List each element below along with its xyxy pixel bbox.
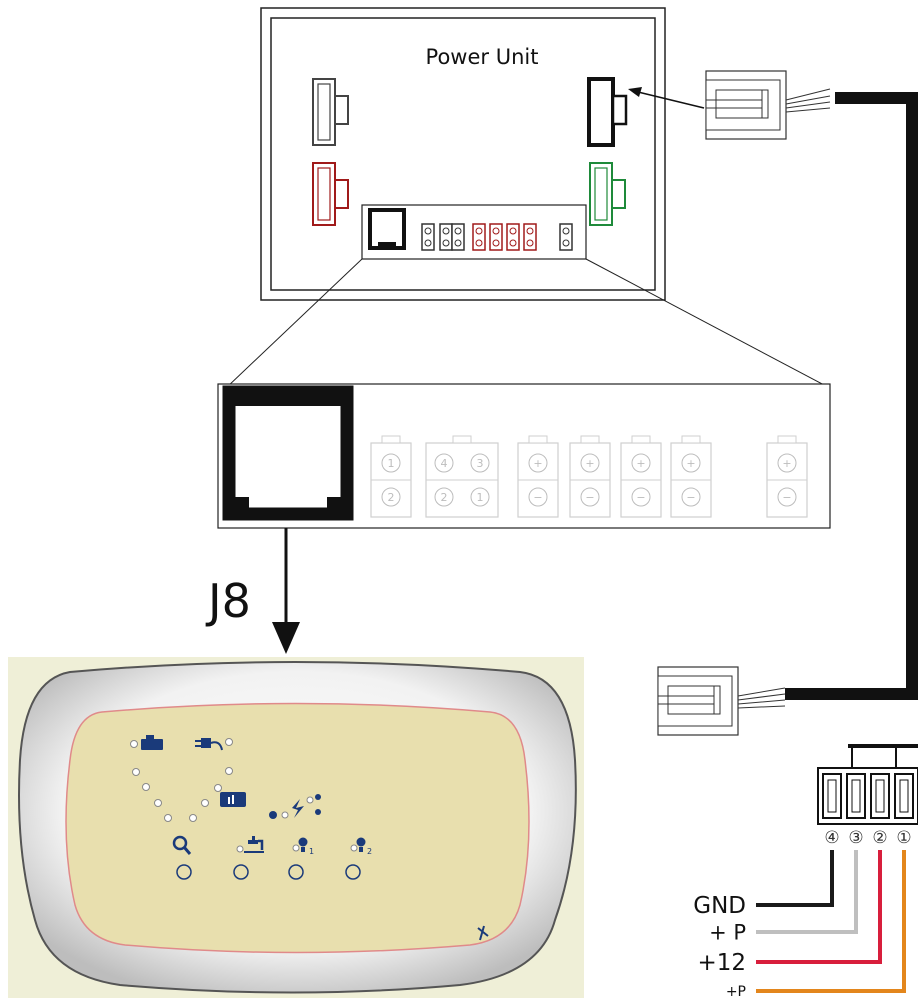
white-connector	[312, 78, 349, 146]
terminal-pin-label: 4	[441, 457, 448, 470]
terminal-pin-label: 2	[441, 491, 448, 504]
panel-button-1[interactable]	[176, 864, 192, 880]
wire-label: +P	[726, 984, 746, 1000]
plug-pin: ④	[822, 773, 842, 848]
wire-label: + P	[709, 920, 746, 944]
terminal-pin-label: 3	[477, 457, 484, 470]
terminal-board-small	[361, 204, 587, 260]
panel-button-4[interactable]	[345, 864, 361, 880]
wire-2: + P	[709, 850, 858, 944]
light-1-icon: 1	[298, 837, 314, 856]
terminal-pin-label: −	[636, 491, 645, 504]
svg-text:1: 1	[309, 847, 314, 856]
panel-button-3[interactable]	[288, 864, 304, 880]
green-connector	[589, 162, 626, 226]
power-unit: Power Unit	[260, 7, 666, 301]
top-plug	[628, 70, 831, 140]
bottom-plug	[657, 666, 786, 736]
power-unit-title: Power Unit	[426, 45, 539, 69]
small-terminal-pin	[439, 223, 453, 251]
terminal-pin-label: 1	[477, 491, 484, 504]
terminal-pin-label: −	[782, 491, 791, 504]
thermometer-icon	[220, 792, 246, 807]
j8-arrow: J8	[205, 528, 300, 654]
faucet-icon	[244, 836, 264, 853]
plug-pin: ②	[870, 773, 890, 848]
terminal-block: +−	[569, 435, 611, 518]
zoom-lines	[225, 258, 827, 389]
red-connector	[312, 162, 349, 226]
terminal-block: +−	[766, 435, 808, 518]
pump-icon	[269, 794, 321, 819]
plug-pin: ①	[894, 773, 914, 848]
brand-logo	[477, 925, 489, 941]
svg-text:2: 2	[367, 847, 372, 856]
small-terminal-pin	[451, 223, 465, 251]
plug-pin-label: ④	[824, 828, 839, 848]
plug-pin-label: ②	[872, 828, 887, 848]
wire-4: +P	[726, 850, 906, 1000]
terminal-pin-label: +	[782, 457, 791, 470]
small-terminal-pin	[559, 223, 573, 251]
search-icon	[172, 835, 192, 855]
terminal-block: 12	[370, 435, 412, 518]
black-connector	[587, 77, 628, 147]
small-terminal-pin	[489, 223, 503, 251]
terminal-block: 4 3 2 1	[425, 435, 499, 518]
small-terminal-pin	[523, 223, 537, 251]
terminal-block: +−	[620, 435, 662, 518]
wire-label: GND	[693, 893, 746, 919]
plug-pin-label: ①	[896, 828, 911, 848]
terminal-pin-label: −	[585, 491, 594, 504]
terminal-block: +−	[517, 435, 559, 518]
j8-jack	[222, 385, 354, 521]
terminal-pin-label: 1	[388, 457, 395, 470]
small-terminal-pin	[421, 223, 435, 251]
small-terminal-pin	[506, 223, 520, 251]
wire-3: +12	[697, 850, 882, 976]
control-panel: 1 2	[8, 657, 584, 998]
wire-group: GND+ P +12 +P	[693, 850, 906, 1000]
terminal-pin-label: −	[533, 491, 542, 504]
terminal-block: +−	[670, 435, 712, 518]
led-indicators	[130, 738, 358, 853]
panel-button-2[interactable]	[233, 864, 249, 880]
plug-pin-label: ③	[848, 828, 863, 848]
terminal-pin-label: +	[636, 457, 645, 470]
terminal-pin-label: −	[686, 491, 695, 504]
light-2-icon: 2	[356, 837, 372, 856]
plug-icon	[195, 738, 223, 751]
terminal-pin-label: +	[533, 457, 542, 470]
terminal-pin-label: 2	[388, 491, 395, 504]
plug-pin: ③	[846, 773, 866, 848]
terminal-pin-label: +	[585, 457, 594, 470]
heater-icon	[141, 735, 163, 750]
wire-1: GND	[693, 850, 834, 919]
wire-label: +12	[697, 950, 746, 976]
terminal-pin-label: +	[686, 457, 695, 470]
small-terminal-pin	[472, 223, 486, 251]
j8-label: J8	[205, 574, 251, 628]
cable	[785, 92, 918, 700]
